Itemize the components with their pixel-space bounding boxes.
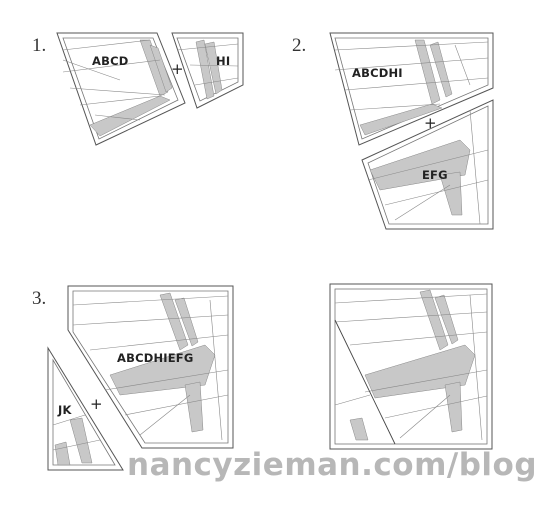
piece-jk-step3-seams (52, 414, 101, 466)
label-jk: JK (58, 403, 72, 417)
piece-abcdhiefg-step3-seams (72, 292, 229, 441)
plus-sign-step2: + (424, 114, 437, 132)
piece-abcdhi-step2-seams (334, 39, 489, 136)
piece-abcdhi-step2 (329, 32, 494, 146)
piece-jk-step3 (47, 346, 124, 471)
piece-hi-step1 (171, 32, 244, 109)
piece-efg-step2 (361, 99, 494, 230)
piece-abcd-step1 (56, 32, 186, 146)
piece-abcd-step1-seams (62, 39, 173, 137)
step-number-3: 3. (32, 288, 47, 309)
plus-sign-step1: + (171, 60, 184, 78)
label-abcd: ABCD (92, 54, 129, 68)
label-abcdhi: ABCDHI (352, 66, 403, 80)
plus-sign-step3: + (90, 395, 103, 413)
piece-efg-step2-seams (367, 109, 489, 225)
step-number-1: 1. (32, 35, 47, 56)
label-hi: HI (216, 54, 231, 68)
label-efg: EFG (422, 168, 448, 182)
completed-block-seams (334, 289, 488, 445)
watermark-text: nancyzieman.com/blog (127, 447, 538, 483)
piece-abcdhiefg-step3 (67, 285, 234, 449)
step-number-2: 2. (292, 35, 307, 56)
piece-hi-step1-seams (176, 39, 239, 100)
completed-block (329, 283, 493, 450)
label-abcdhiefg: ABCDHIEFG (117, 351, 194, 365)
